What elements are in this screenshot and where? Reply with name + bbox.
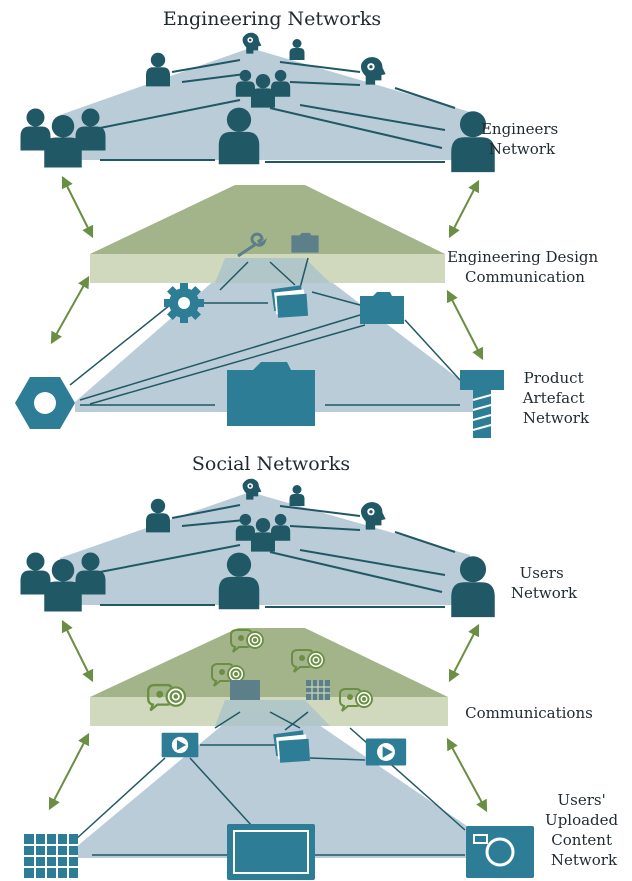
users-network-links: [99, 504, 456, 608]
hex-nut-icon: [15, 377, 75, 429]
wrench-icon: [237, 232, 268, 258]
screen-icon: [230, 680, 260, 700]
label-line: Users: [520, 564, 564, 582]
inter-layer-arrows: [50, 175, 484, 361]
monitor-icon: [227, 824, 315, 880]
product-icons: [15, 283, 504, 438]
social-networks-title: Social Networks: [192, 453, 350, 475]
label-line: Network: [551, 851, 618, 869]
label-line: Product: [524, 369, 584, 387]
user-icon: [289, 39, 305, 60]
design-communication-slab-top: [90, 185, 445, 254]
label-line: Engineers: [481, 120, 558, 138]
gear-icon: [164, 283, 204, 323]
documents-icon: [273, 730, 311, 763]
users-network-label: Users Network: [511, 564, 578, 602]
folder-icon: [291, 232, 319, 253]
label-line: Network: [489, 140, 556, 158]
label-line: Engineering Design: [447, 248, 598, 266]
product-network-label: Product Artefact Network: [522, 369, 590, 427]
photo-grid-icon: [24, 834, 78, 878]
label-line: Network: [523, 409, 590, 427]
design-communication-icons: [237, 232, 319, 258]
product-network-links: [69, 257, 461, 406]
communications-icons: [147, 629, 374, 712]
communications-slab-top: [90, 628, 448, 697]
engineers-network-links: [99, 59, 456, 163]
video-play-icon: [365, 738, 407, 766]
content-network-label: Users' Uploaded Content Network: [545, 791, 623, 869]
label-line: Network: [511, 584, 578, 602]
folder-icon: [227, 362, 315, 426]
product-network-plane: [75, 258, 480, 412]
user-icon: [289, 485, 305, 506]
head-brain-icon: [360, 57, 386, 85]
user-icon: [146, 498, 170, 533]
label-line: Users': [558, 791, 606, 809]
content-network-plane: [75, 712, 480, 858]
video-play-icon: [161, 732, 199, 758]
label-line: Communication: [465, 268, 585, 286]
communications-label: Communications: [465, 704, 593, 722]
engineers-network-label: Engineers Network: [481, 120, 563, 158]
content-icons: [24, 730, 534, 880]
photo-grid-icon: [306, 680, 330, 700]
design-communication-label: Engineering Design Communication: [447, 248, 603, 286]
label-line: Uploaded: [545, 811, 618, 829]
label-line: Content: [551, 831, 612, 849]
engineering-networks-title: Engineering Networks: [163, 8, 381, 30]
documents-icon: [271, 285, 309, 318]
bolt-icon: [460, 370, 504, 438]
folder-icon: [360, 292, 404, 324]
user-icon: [146, 52, 170, 87]
inter-layer-arrows-social: [48, 619, 488, 813]
label-line: Artefact: [522, 389, 585, 407]
slab-window: [215, 258, 330, 283]
camera-icon: [466, 826, 534, 878]
